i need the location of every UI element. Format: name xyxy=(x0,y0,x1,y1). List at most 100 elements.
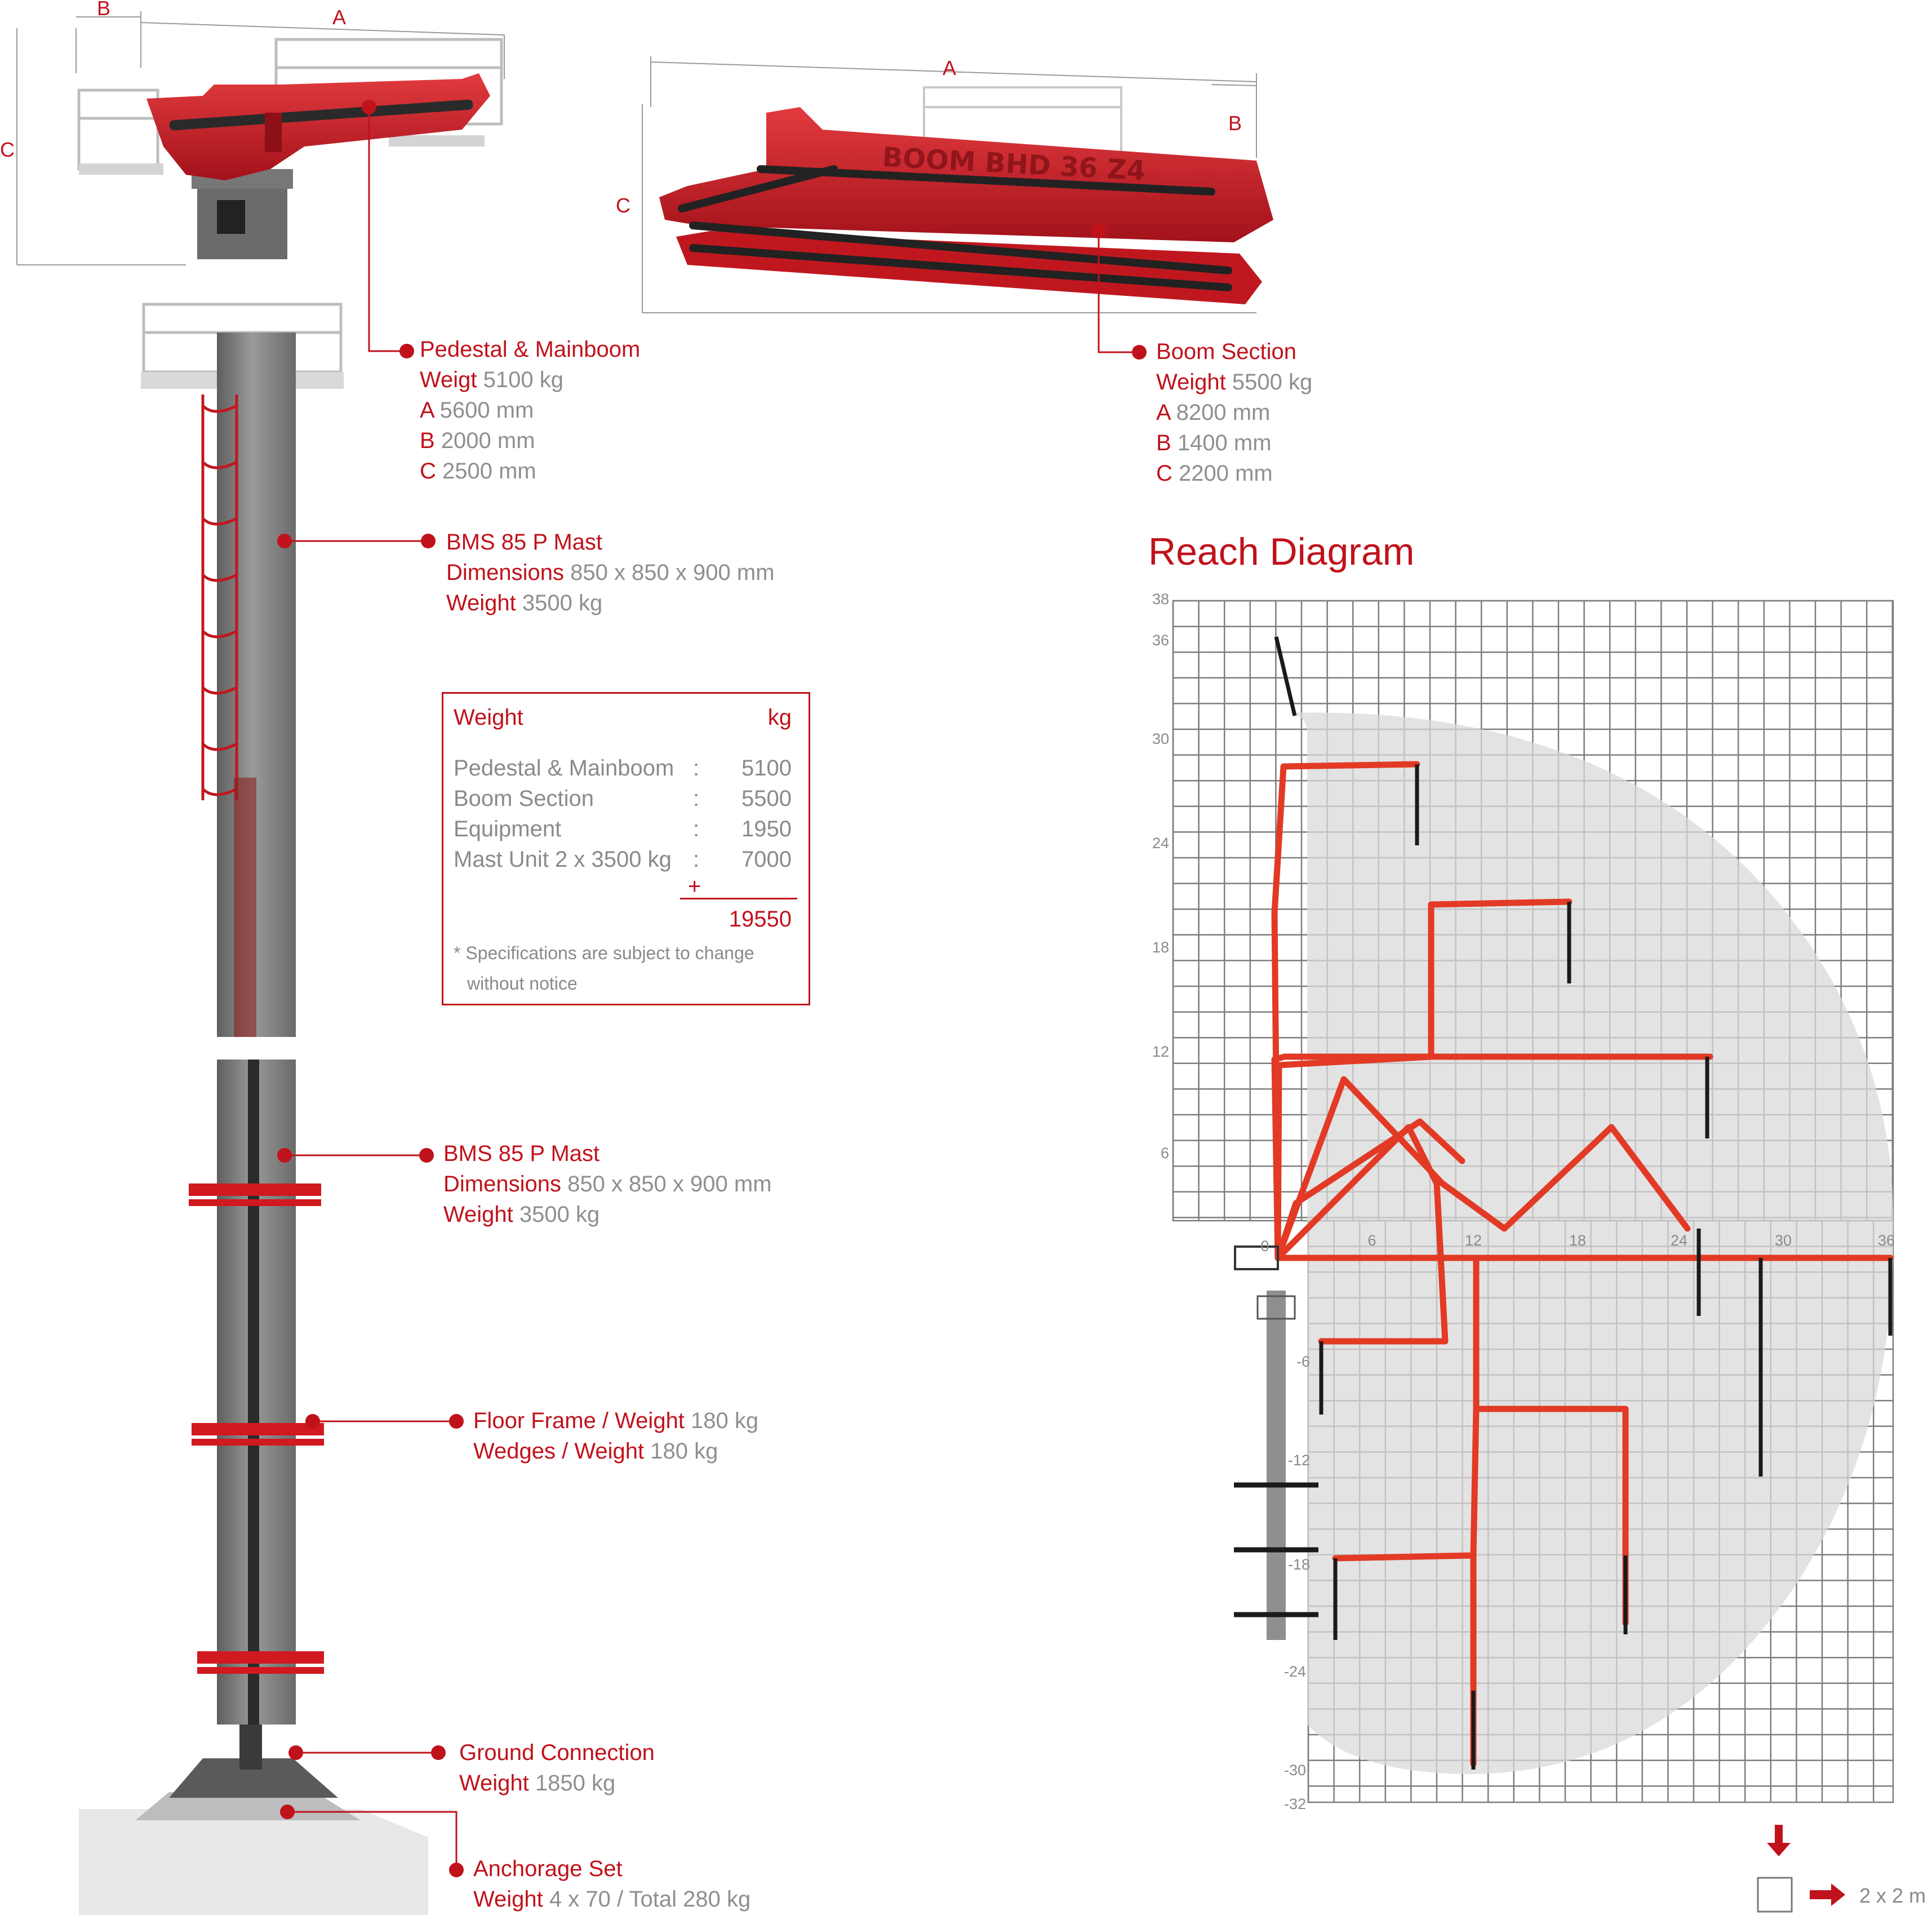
mast-lower-weight-label: Weight xyxy=(443,1202,513,1227)
mast-upper-dim-value: 850 x 850 x 900 mm xyxy=(570,560,775,585)
boom-b-label: B xyxy=(1156,431,1171,455)
dim-letter-b: B xyxy=(1228,112,1242,135)
ground-connection-title: Ground Connection xyxy=(459,1740,655,1765)
reach-envelope xyxy=(1287,712,1894,1775)
weight-table-unit: kg xyxy=(767,705,792,730)
wedges-label: Wedges / Weight xyxy=(473,1439,645,1464)
pedestal-c-label: C xyxy=(420,459,436,484)
dim-letter-c: C xyxy=(0,138,15,161)
y-tick-label: 36 xyxy=(1152,632,1169,649)
pedestal-b-label: B xyxy=(420,428,435,453)
mast-lower-callout: BMS 85 P Mast Dimensions 850 x 850 x 900… xyxy=(443,1138,772,1230)
boom-positions xyxy=(1271,761,1894,1767)
x-tick-label: 12 xyxy=(1465,1232,1482,1249)
x-tick-label: 36 xyxy=(1878,1232,1895,1249)
boom-a-value: 8200 mm xyxy=(1176,400,1271,425)
y-tick-label: -30 xyxy=(1284,1762,1306,1779)
dim-letter-c: C xyxy=(616,194,630,217)
pedestal-weight-label: Weigt xyxy=(420,367,477,392)
mast-lower-dim-label: Dimensions xyxy=(443,1172,561,1196)
ground-connection-callout: Ground Connection Weight 1850 kg xyxy=(459,1737,655,1798)
y-tick-label: 38 xyxy=(1152,591,1169,608)
grid-cell-icon xyxy=(1757,1877,1793,1913)
boom-section-callout: Boom Section Weight 5500 kg A 8200 mm B … xyxy=(1156,336,1312,489)
y-tick-label: -24 xyxy=(1284,1663,1306,1680)
wedges-value: 180 kg xyxy=(650,1439,718,1464)
pedestal-callout: Pedestal & Mainboom Weigt 5100 kg A 5600… xyxy=(420,334,640,486)
weight-row-name: Mast Unit 2 x 3500 kg xyxy=(454,847,672,872)
weight-row-name: Equipment xyxy=(454,817,562,841)
ladder-cage xyxy=(202,404,238,796)
pedestal-mainboom-illustration xyxy=(16,11,505,265)
spec-note-line2: without notice xyxy=(467,973,578,994)
y-tick-label: -12 xyxy=(1288,1452,1310,1469)
weight-row-value: 1950 xyxy=(741,817,792,841)
weight-row-sep: : xyxy=(693,786,700,811)
floor-frame-callout: Floor Frame / Weight 180 kg Wedges / Wei… xyxy=(473,1406,758,1466)
x-tick-label: 18 xyxy=(1569,1232,1586,1249)
grid-scale-label: 2 x 2 m xyxy=(1859,1884,1926,1907)
floor-frame-label: Floor Frame / Weight xyxy=(473,1408,685,1433)
boom-c-value: 2200 mm xyxy=(1179,461,1273,486)
weight-row: Mast Unit 2 x 3500 kg : 7000 xyxy=(454,847,792,877)
y-tick-label: -18 xyxy=(1288,1556,1310,1573)
arrow-right-icon xyxy=(1810,1883,1845,1906)
pedestal-b-value: 2000 mm xyxy=(441,428,535,453)
y-tick-label: 12 xyxy=(1152,1043,1169,1060)
grid-scale-legend: 2 x 2 m xyxy=(1757,1825,1926,1913)
y-tick-label: 24 xyxy=(1152,835,1169,852)
dim-letter-a: A xyxy=(332,6,347,29)
mast-upper-weight-label: Weight xyxy=(446,591,516,615)
anchorage-weight-value: 4 x 70 / Total 280 kg xyxy=(549,1887,751,1912)
dim-letter-a: A xyxy=(943,56,957,79)
floor-frame-value: 180 kg xyxy=(691,1408,759,1433)
mast-lower-weight-value: 3500 kg xyxy=(519,1202,600,1227)
weight-row-name: Pedestal & Mainboom xyxy=(454,756,674,781)
mast-lower-title: BMS 85 P Mast xyxy=(443,1141,600,1166)
y-tick-label: 30 xyxy=(1152,730,1169,747)
floor-frames xyxy=(189,1183,324,1674)
weight-row-value: 7000 xyxy=(741,847,792,872)
ground-weight-label: Weight xyxy=(459,1771,529,1796)
boom-a-label: A xyxy=(1156,400,1170,425)
weight-row-sep: : xyxy=(693,847,700,872)
weight-row-value: 5500 xyxy=(741,786,792,811)
mast-column-illustration xyxy=(79,303,428,1915)
weight-row: Boom Section : 5500 xyxy=(454,786,792,817)
weight-row: Equipment : 1950 xyxy=(454,817,792,847)
mast-upper-callout: BMS 85 P Mast Dimensions 850 x 850 x 900… xyxy=(446,527,775,618)
reach-diagram-title: Reach Diagram xyxy=(1148,530,1415,573)
weight-row-value: 5100 xyxy=(741,756,792,781)
spec-note-line1: * Specifications are subject to change xyxy=(454,943,754,963)
anchorage-callout: Anchorage Set Weight 4 x 70 / Total 280 … xyxy=(473,1854,750,1914)
dim-letter-b: B xyxy=(97,0,111,20)
callout-lines xyxy=(285,107,1139,1870)
weight-table-header: Weight xyxy=(454,705,523,730)
pedestal-dimension-lines xyxy=(16,11,505,265)
boom-section-title: Boom Section xyxy=(1156,339,1297,364)
pedestal-title: Pedestal & Mainboom xyxy=(420,337,641,362)
mast-lower-dim-value: 850 x 850 x 900 mm xyxy=(567,1172,772,1196)
boom-section-illustration: BOOM BHD 36 Z4 xyxy=(642,56,1273,313)
ground-weight-value: 1850 kg xyxy=(535,1771,616,1796)
y-tick-label: -6 xyxy=(1296,1353,1310,1370)
pedestal-c-value: 2500 mm xyxy=(442,459,536,484)
weight-total: 19550 xyxy=(729,907,792,932)
arrow-down-icon xyxy=(1767,1825,1791,1856)
pedestal-weight-value: 5100 kg xyxy=(483,367,563,392)
pedestal-a-label: A xyxy=(420,398,434,423)
callout-dots xyxy=(277,100,1147,1877)
x-tick-label: 6 xyxy=(1367,1232,1376,1249)
y-tick-label: 6 xyxy=(1161,1145,1169,1162)
x-tick-label: 30 xyxy=(1775,1232,1792,1249)
boom-b-value: 1400 mm xyxy=(1177,431,1272,455)
weight-summary-box: Weight kg Pedestal & Mainboom : 5100 Boo… xyxy=(442,692,810,1005)
mast-upper-title: BMS 85 P Mast xyxy=(446,530,603,555)
anchorage-weight-label: Weight xyxy=(473,1887,543,1912)
weight-row-name: Boom Section xyxy=(454,786,594,811)
anchorage-title: Anchorage Set xyxy=(473,1856,623,1881)
reach-axis-ticks: 38 36 30 24 18 12 6 0 6 12 18 24 30 36 -… xyxy=(1152,591,1895,1812)
sum-divider xyxy=(680,898,797,899)
y-tick-label: -32 xyxy=(1284,1796,1306,1812)
